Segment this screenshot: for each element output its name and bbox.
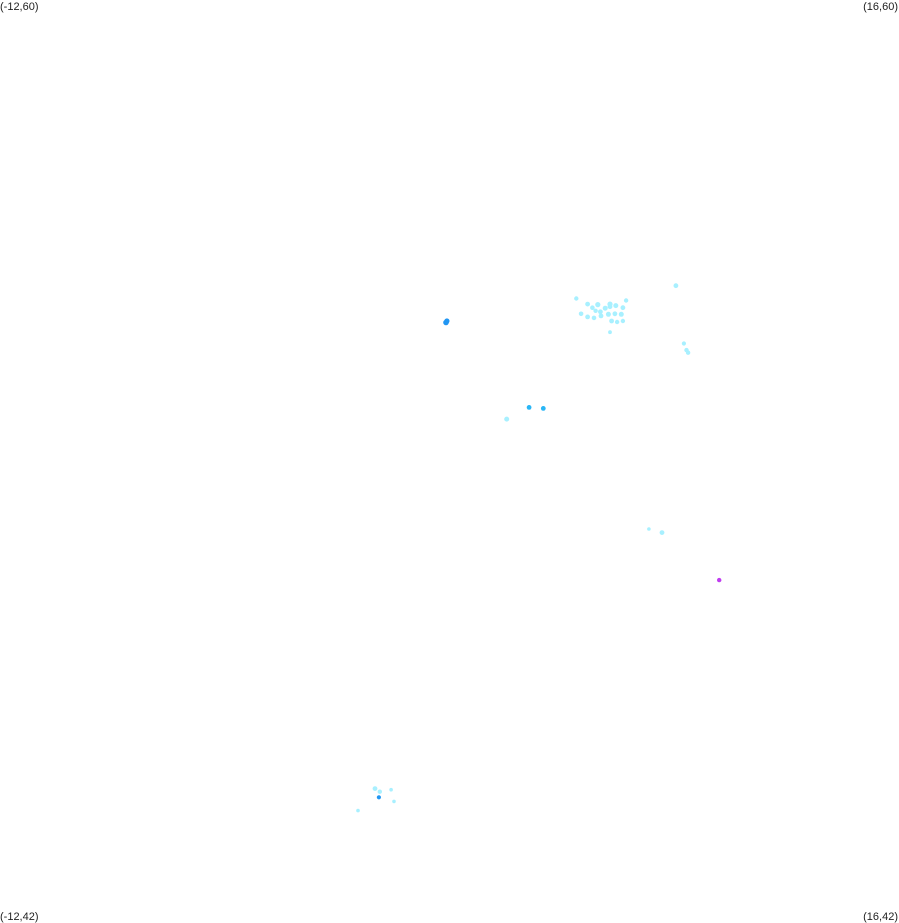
map-point[interactable] xyxy=(612,311,618,317)
map-point[interactable] xyxy=(609,318,614,324)
map-point[interactable] xyxy=(717,577,722,583)
map-point[interactable] xyxy=(673,283,679,289)
map-point[interactable] xyxy=(595,302,601,308)
map-point[interactable] xyxy=(608,330,612,335)
map-point[interactable] xyxy=(605,311,611,317)
map-point[interactable] xyxy=(607,304,613,310)
map-point[interactable] xyxy=(540,406,546,411)
map-point[interactable] xyxy=(659,530,665,535)
map-point[interactable] xyxy=(591,315,597,321)
map-point[interactable] xyxy=(620,305,626,311)
map-point[interactable] xyxy=(602,305,608,311)
map-point[interactable] xyxy=(372,786,378,791)
corner-label-bottom-right: (16,42) xyxy=(863,911,898,923)
map-point[interactable] xyxy=(598,309,603,315)
map-point[interactable] xyxy=(590,305,595,311)
map-point[interactable] xyxy=(614,319,620,325)
map-point[interactable] xyxy=(504,416,510,422)
map-point[interactable] xyxy=(376,795,381,800)
map-point[interactable] xyxy=(620,318,626,324)
map-point[interactable] xyxy=(593,308,598,313)
map-point[interactable] xyxy=(647,527,651,531)
map-point[interactable] xyxy=(623,298,629,303)
map-point[interactable] xyxy=(389,787,393,792)
map-point[interactable] xyxy=(526,405,532,410)
map-point[interactable] xyxy=(585,314,590,320)
map-point[interactable] xyxy=(585,301,590,307)
corner-label-top-right: (16,60) xyxy=(863,1,898,13)
map-point[interactable] xyxy=(578,311,584,317)
map-point[interactable] xyxy=(377,789,382,794)
map-point[interactable] xyxy=(685,350,691,355)
map-point[interactable] xyxy=(574,296,579,301)
map-point[interactable] xyxy=(392,799,396,804)
map-point[interactable] xyxy=(681,341,687,346)
corner-label-bottom-left: (-12,42) xyxy=(0,911,39,923)
corner-label-top-left: (-12,60) xyxy=(0,1,39,13)
map-point[interactable] xyxy=(598,313,604,319)
map-point[interactable] xyxy=(356,808,360,813)
map-point[interactable] xyxy=(618,311,624,317)
map-point[interactable] xyxy=(613,303,619,309)
map-point[interactable] xyxy=(444,318,450,324)
